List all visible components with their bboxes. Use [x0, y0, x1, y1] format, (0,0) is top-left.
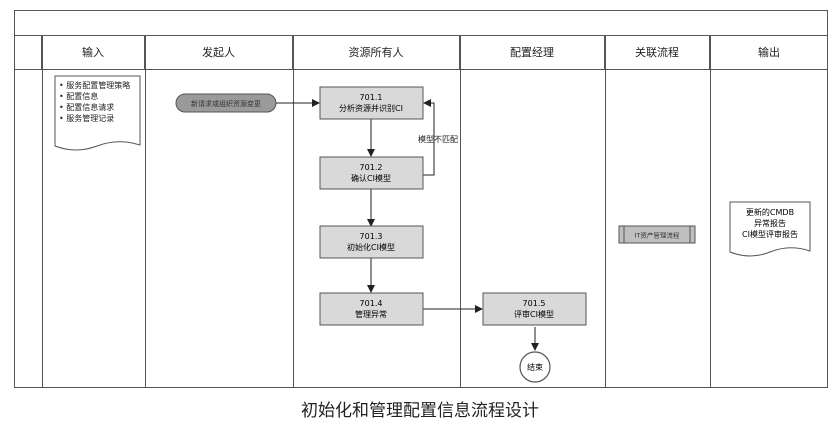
process-step-701-1: 701.1 分析资源并识别CI	[319, 86, 424, 120]
process-step-701-5: 701.5 评审CI模型	[482, 292, 587, 326]
step-id: 701.5	[523, 299, 546, 308]
related-process-box: IT资产管理流程	[618, 225, 696, 244]
output-item: 异常报告	[754, 218, 786, 228]
lane-header-output: 输出	[710, 36, 828, 70]
figure-caption: 初始化和管理配置信息流程设计	[301, 401, 539, 421]
output-item: 更新的CMDB	[746, 207, 794, 217]
output-item: CI模型评审报告	[742, 229, 798, 239]
input-item: • 服务配置管理策略	[59, 81, 131, 90]
process-step-701-4: 701.4 管理异常	[319, 292, 424, 326]
arrow-loop-mismatch	[423, 99, 435, 176]
lane-header-initiator: 发起人	[145, 36, 293, 70]
related-process-label: IT资产管理流程	[635, 231, 680, 240]
step-id: 701.4	[360, 299, 383, 308]
lane-header-related: 关联流程	[605, 36, 710, 70]
input-document-shape	[54, 75, 141, 151]
start-event-label: 新请求或组织资源变更	[191, 99, 261, 108]
output-document-shape	[729, 201, 811, 257]
lane-header-row: 输入 发起人 资源所有人 配置经理 关联流程 输出	[14, 36, 828, 70]
input-item: • 配置信息	[59, 92, 99, 101]
end-event-label: 结束	[527, 362, 543, 372]
title-bar	[14, 10, 828, 36]
input-item: • 配置信息请求	[59, 103, 115, 112]
input-item: • 服务管理记录	[59, 114, 115, 123]
lane-dividers	[42, 36, 711, 388]
process-step-701-2: 701.2 确认CI模型	[319, 156, 424, 190]
lane-header-input: 输入	[42, 36, 145, 70]
step-id: 701.2	[360, 163, 383, 172]
lane-header-config-manager: 配置经理	[460, 36, 605, 70]
step-name: 初始化CI模型	[347, 242, 395, 252]
input-document-text: • 服务配置管理策略 • 配置信息 • 配置信息请求 • 服务管理记录	[59, 80, 139, 124]
step-name: 管理异常	[355, 309, 387, 319]
step-name: 分析资源并识别CI	[339, 103, 403, 113]
diagram-frame	[14, 10, 828, 388]
step-id: 701.1	[360, 93, 383, 102]
lane-header-blank	[14, 36, 42, 70]
lane-header-owner: 资源所有人	[293, 36, 460, 70]
process-step-701-3: 701.3 初始化CI模型	[319, 225, 424, 259]
step-name: 确认CI模型	[351, 173, 391, 183]
step-id: 701.3	[360, 232, 383, 241]
end-event-shape	[519, 351, 551, 383]
loop-label: 模型不匹配	[418, 134, 458, 144]
step-name: 评审CI模型	[514, 309, 554, 319]
